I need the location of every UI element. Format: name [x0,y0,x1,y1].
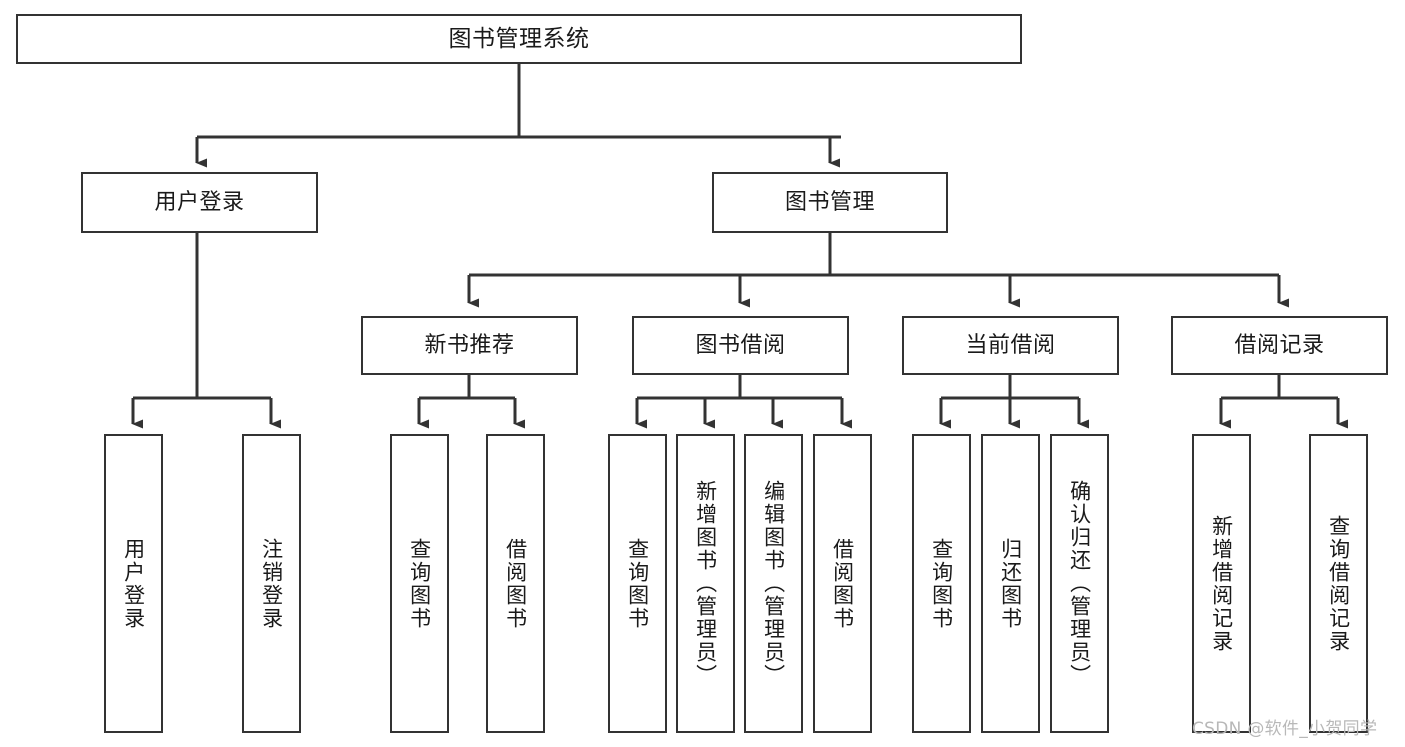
leaf-record-query-record[interactable]: 查询借阅记录 [1309,434,1368,733]
leaf-newbook-query-book[interactable]: 查询图书 [390,434,449,733]
node-label: 图书管理系统 [448,25,590,52]
leaf-borrow-add-book[interactable]: 新增图书（管理员） [676,434,735,733]
node-label: 借阅图书 [830,537,855,630]
leaf-current-query-book[interactable]: 查询图书 [912,434,971,733]
node-book-management[interactable]: 图书管理 [712,172,948,233]
node-label: 新增借阅记录 [1209,514,1234,653]
node-book-borrow[interactable]: 图书借阅 [632,316,849,375]
leaf-current-confirm-return[interactable]: 确认归还（管理员） [1050,434,1109,733]
node-label: 查询图书 [407,537,432,630]
node-label: 当前借阅 [965,332,1056,358]
node-label: 借阅记录 [1234,332,1325,358]
node-label: 借阅图书 [503,537,528,630]
node-label: 新增图书（管理员） [693,480,718,687]
leaf-user-login[interactable]: 用户登录 [104,434,163,733]
node-label: 图书管理 [784,189,875,215]
leaf-logout[interactable]: 注销登录 [242,434,301,733]
node-user-login[interactable]: 用户登录 [81,172,318,233]
leaf-newbook-borrow-book[interactable]: 借阅图书 [486,434,545,733]
node-label: 查询借阅记录 [1326,514,1351,653]
node-label: 新书推荐 [424,332,515,358]
leaf-borrow-borrow-book[interactable]: 借阅图书 [813,434,872,733]
leaf-record-add-record[interactable]: 新增借阅记录 [1192,434,1251,733]
node-label: 确认归还（管理员） [1067,480,1092,687]
node-new-book-recommend[interactable]: 新书推荐 [361,316,578,375]
node-label: 注销登录 [259,537,284,630]
node-label: 查询图书 [929,537,954,630]
node-label: 查询图书 [625,537,650,630]
leaf-current-return-book[interactable]: 归还图书 [981,434,1040,733]
node-current-borrow[interactable]: 当前借阅 [902,316,1119,375]
node-label: 图书借阅 [695,332,786,358]
node-label: 用户登录 [121,537,146,630]
node-label: 编辑图书（管理员） [761,480,786,687]
node-label: 用户登录 [154,189,245,215]
node-borrow-record[interactable]: 借阅记录 [1171,316,1388,375]
node-label: 归还图书 [998,537,1023,630]
watermark-text: CSDN @软件_小贺同学 [1192,719,1378,739]
leaf-borrow-query-book[interactable]: 查询图书 [608,434,667,733]
leaf-borrow-edit-book[interactable]: 编辑图书（管理员） [744,434,803,733]
node-root-system[interactable]: 图书管理系统 [16,14,1022,64]
